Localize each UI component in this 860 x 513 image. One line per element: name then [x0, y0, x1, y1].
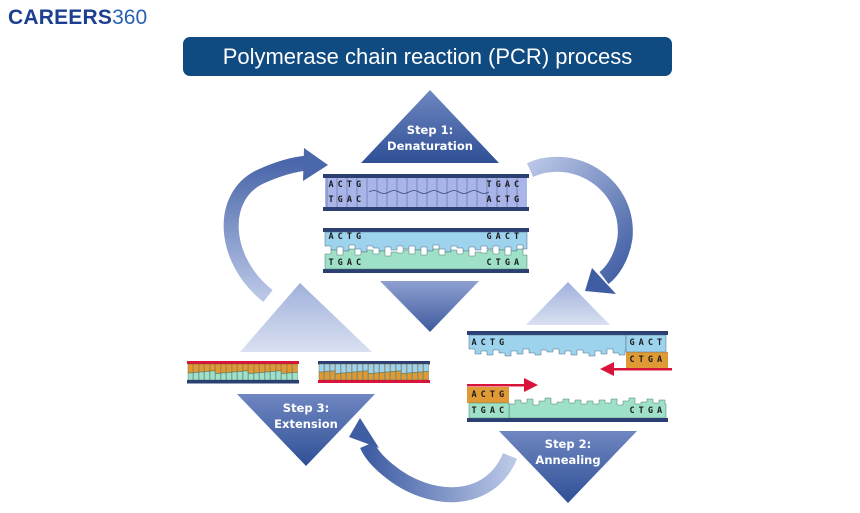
base-letter: A [471, 390, 476, 400]
base-letter: A [328, 180, 333, 190]
base-letter: T [639, 355, 644, 365]
step3-label-line2: Extension [274, 417, 338, 431]
logo-text: CAREERS [8, 6, 113, 29]
base-letter: A [514, 258, 519, 268]
base-letter: G [338, 195, 343, 205]
page-title: Polymerase chain reaction (PCR) process [183, 37, 672, 76]
base-letter: C [481, 338, 486, 348]
base-letter: A [471, 338, 476, 348]
base-letter: C [514, 180, 519, 190]
base-letter: A [639, 338, 644, 348]
base-letter: T [347, 232, 352, 242]
up-triangle-right [526, 282, 610, 325]
base-letter: C [499, 406, 504, 416]
base-letter: A [328, 232, 333, 242]
base-letter: G [648, 355, 653, 365]
base-letter: G [514, 195, 519, 205]
base-letter: C [505, 232, 510, 242]
base-letter: C [338, 232, 343, 242]
base-letter: A [657, 406, 662, 416]
step3-triangle [237, 394, 375, 466]
down-triangle-center [380, 281, 479, 332]
base-letter: T [505, 195, 510, 205]
base-letter: G [648, 406, 653, 416]
base-letter: C [629, 355, 634, 365]
base-letter: A [657, 355, 662, 365]
base-letter: C [648, 338, 653, 348]
step1-label-line2: Denaturation [387, 139, 473, 153]
dna-extension-right [318, 361, 430, 383]
base-letter: T [639, 406, 644, 416]
base-letter: C [486, 258, 491, 268]
base-letter: A [347, 258, 352, 268]
base-letter: C [356, 195, 361, 205]
base-letter: T [471, 406, 476, 416]
dna-extension-left [187, 361, 299, 384]
step1-label-line1: Step 1: [407, 123, 453, 137]
base-letter: G [356, 180, 361, 190]
step2-triangle [499, 431, 637, 503]
base-letter: T [328, 258, 333, 268]
base-letter: T [657, 338, 662, 348]
base-letter: G [338, 258, 343, 268]
step2-label-line1: Step 2: [545, 437, 591, 451]
base-letter: T [328, 195, 333, 205]
base-letter: T [514, 232, 519, 242]
step3-label-line1: Step 3: [283, 401, 329, 415]
cycle-arrow-right [526, 156, 633, 294]
base-letter: C [356, 258, 361, 268]
base-letter: G [356, 232, 361, 242]
base-letter: G [499, 338, 504, 348]
base-letter: G [481, 406, 486, 416]
careers360-logo[interactable]: CAREERS360 [8, 7, 147, 28]
logo-number: 360 [112, 6, 148, 29]
base-letter: G [499, 390, 504, 400]
base-letter: G [629, 338, 634, 348]
base-letter: A [486, 195, 491, 205]
base-letter: A [490, 406, 495, 416]
base-letter: G [505, 258, 510, 268]
base-letter: C [338, 180, 343, 190]
cycle-arrow-left [223, 148, 328, 302]
base-letter: C [481, 390, 486, 400]
base-letter: T [496, 258, 501, 268]
base-letter: T [490, 338, 495, 348]
base-letter: T [486, 180, 491, 190]
base-letter: C [496, 195, 501, 205]
base-letter: T [347, 180, 352, 190]
up-triangle-left [240, 283, 372, 352]
step2-label-line2: Annealing [535, 453, 600, 467]
base-letter: A [347, 195, 352, 205]
title-text: Polymerase chain reaction (PCR) process [222, 43, 633, 69]
base-letter: T [490, 390, 495, 400]
step1-triangle [361, 90, 499, 163]
base-letter: G [486, 232, 491, 242]
base-letter: C [629, 406, 634, 416]
cycle-arrow-bottom [349, 418, 517, 503]
base-letter: G [496, 180, 501, 190]
base-letter: A [496, 232, 501, 242]
base-letter: A [505, 180, 510, 190]
